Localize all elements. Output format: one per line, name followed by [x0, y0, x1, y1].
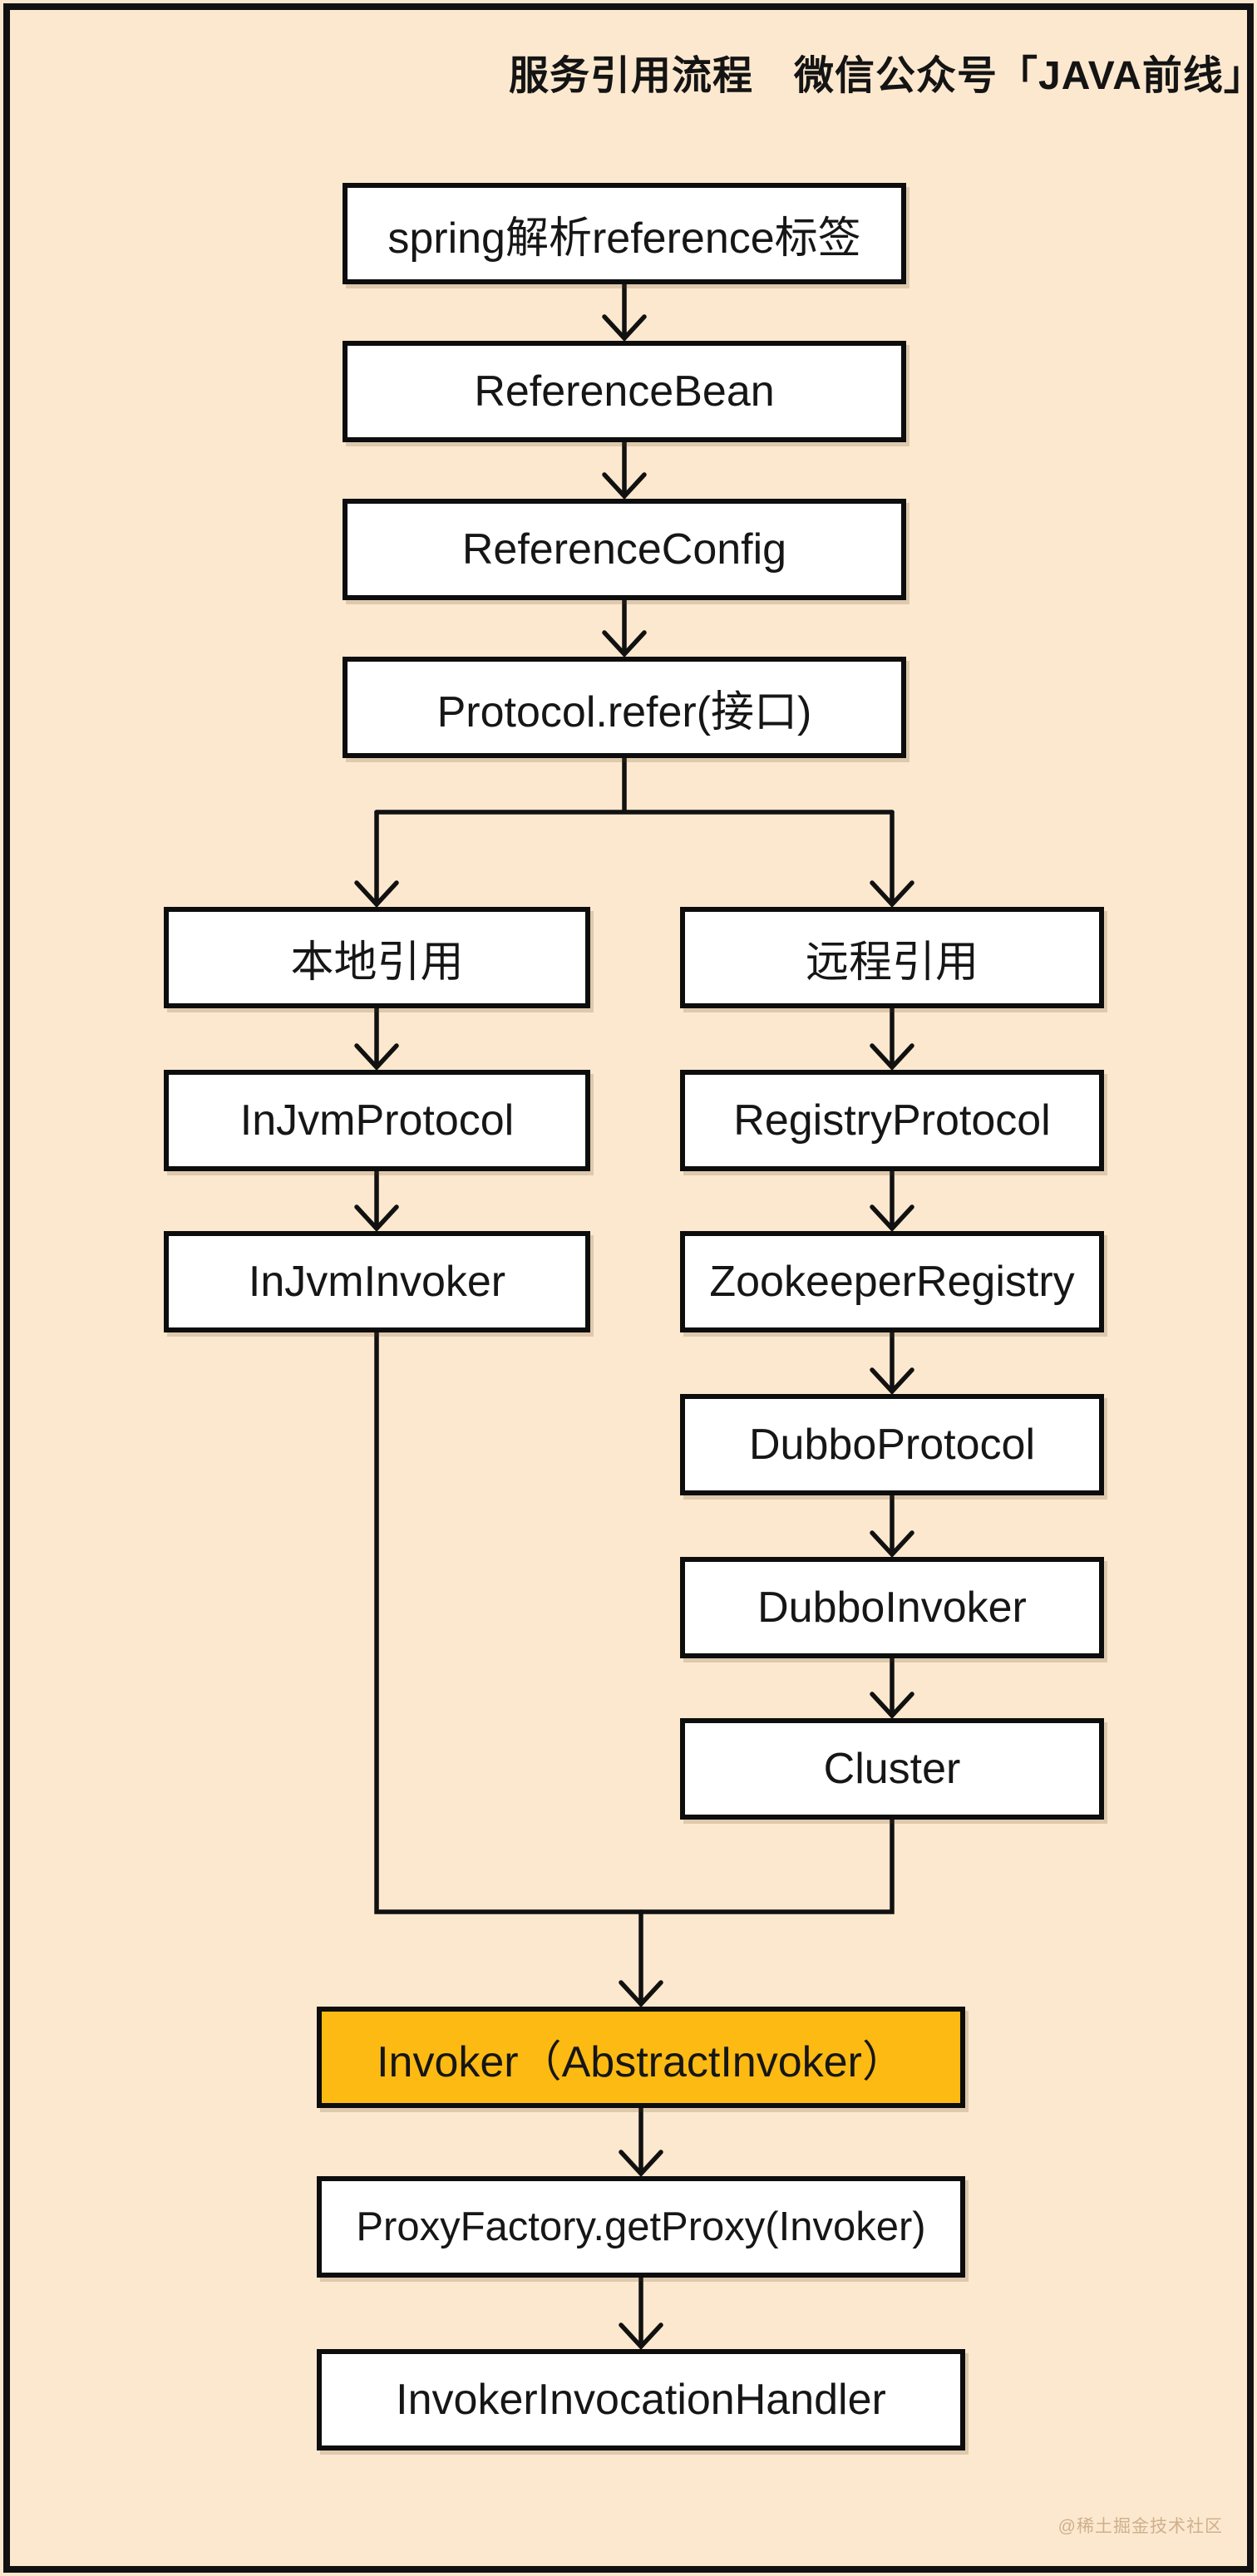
node-registry-protocol: RegistryProtocol [680, 1070, 1104, 1171]
arrow-referencebean-to-referenceconfig [602, 440, 647, 500]
arrow-referenceconfig-to-protocolrefer [602, 598, 647, 658]
node-cluster: Cluster [680, 1718, 1104, 1820]
node-remote-reference: 远程引用 [680, 907, 1104, 1008]
arrow-split-to-local-ref [354, 810, 399, 909]
node-invoker-abstract-invoker: Invoker（AbstractInvoker） [317, 2007, 965, 2108]
node-reference-bean: ReferenceBean [343, 341, 906, 442]
node-invoker-invocation-handler: InvokerInvocationHandler [317, 2349, 965, 2450]
arrow-invoker-to-proxyfactory [619, 2106, 663, 2178]
arrow-registryprotocol-to-zookeeperregistry [870, 1169, 914, 1233]
arrow-local-ref-to-injvmprotocol [354, 1006, 399, 1071]
split-connector [374, 756, 895, 815]
arrow-dubboprotocol-to-dubboinvoker [870, 1493, 914, 1559]
arrow-injvmprotocol-to-injvminvoker [354, 1169, 399, 1233]
node-local-reference: 本地引用 [164, 907, 590, 1008]
arrow-merge-to-invoker [619, 1909, 663, 2008]
arrow-proxyfactory-to-invocationhandler [619, 2275, 663, 2351]
node-injvm-invoker: InJvmInvoker [164, 1231, 590, 1332]
node-spring-parse-reference-tag: spring解析reference标签 [343, 183, 906, 284]
node-proxyfactory-getproxy: ProxyFactory.getProxy(Invoker) [317, 2176, 965, 2278]
node-injvm-protocol: InJvmProtocol [164, 1070, 590, 1171]
watermark: @稀土掘金技术社区 [1057, 2517, 1223, 2536]
arrow-dubboinvoker-to-cluster [870, 1656, 914, 1720]
arrow-zookeeperregistry-to-dubboprotocol [870, 1330, 914, 1396]
arrow-remote-ref-to-registryprotocol [870, 1006, 914, 1071]
node-reference-config: ReferenceConfig [343, 499, 906, 600]
arrow-spring-to-referencebean [602, 282, 647, 342]
node-dubbo-invoker: DubboInvoker [680, 1557, 1104, 1658]
node-dubbo-protocol: DubboProtocol [680, 1394, 1104, 1495]
diagram-title: 服务引用流程 微信公众号「JAVA前线」 [509, 54, 1257, 98]
node-zookeeper-registry: ZookeeperRegistry [680, 1231, 1104, 1332]
node-protocol-refer: Protocol.refer(接口) [343, 657, 906, 758]
arrow-split-to-remote-ref [870, 810, 914, 909]
merge-connector [374, 1330, 895, 1914]
